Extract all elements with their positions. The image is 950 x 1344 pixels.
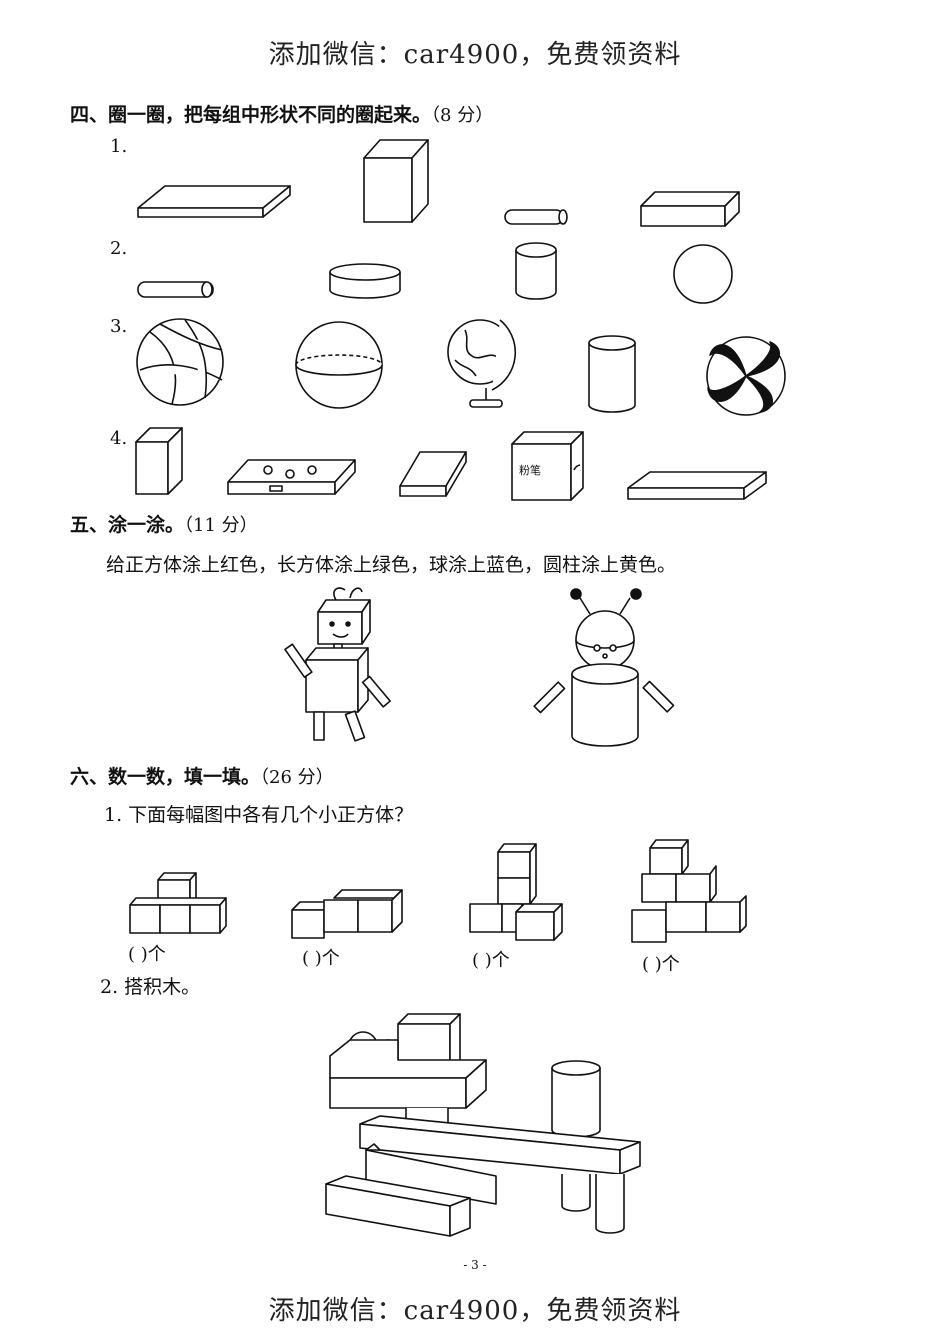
cube-group-c [469,843,563,941]
answer-blank-c[interactable]: ( )个 [472,950,510,971]
section-six-title: 六、数一数，填一填。 [70,766,261,788]
tall-box-shape[interactable] [363,139,429,223]
box-shape-row4[interactable] [135,427,183,495]
cube-group-b [291,889,403,939]
row-label-3: 3. [110,316,128,337]
watermark-top: 添加微信：car4900，免费领资料 [268,40,682,70]
row-label-2: 2. [110,238,128,259]
section-four-heading: 四、圈一圈，把每组中形状不同的圈起来。（8 分） [70,100,493,127]
chalk-label: 粉笔 [519,463,541,477]
long-plank-block [359,1115,641,1175]
disc-cylinder-shape[interactable] [329,263,401,299]
circle-shape[interactable] [673,244,733,304]
robot-figures [284,587,675,747]
flat-board-shape-row4[interactable] [627,471,767,500]
round-robot[interactable] [533,588,675,747]
leg-cylinder-2 [595,1174,625,1234]
game-box-shape[interactable] [227,459,356,495]
chalk-box-shape[interactable]: 粉笔 [511,431,584,501]
low-box-shape[interactable] [640,191,740,227]
rod-shape[interactable] [137,281,214,298]
section-five-heading: 五、涂一涂。（11 分） [70,510,258,537]
cube-group-d [631,839,747,943]
question-six-2: 2. 搭积木。 [100,976,201,998]
book-shape[interactable] [399,451,467,497]
section-five-points: （11 分） [184,515,258,536]
row-label-4: 4. [110,428,128,449]
cylinder-shape[interactable] [515,242,557,300]
lower-plank-block-2 [325,1175,471,1237]
tall-cylinder-shape[interactable] [588,335,636,413]
row-label-1: 1. [110,136,128,157]
section-six-heading: 六、数一数，填一填。（26 分） [70,762,334,789]
answer-blank-d[interactable]: ( )个 [642,954,680,975]
small-rod-shape[interactable] [504,209,568,225]
sphere-shape[interactable] [295,321,383,409]
page-number: - 3 - [463,1258,487,1272]
answer-blank-b[interactable]: ( )个 [302,948,340,969]
question-six-1: 1. 下面每幅图中各有几个小正方体？ [104,804,414,826]
section-four-title: 四、圈一圈，把每组中形状不同的圈起来。 [70,104,432,126]
section-four-shapes: 粉笔 [135,139,786,501]
cube-groups [129,839,747,943]
section-six-points: （26 分） [260,767,334,788]
section-five-instruction: 给正方体涂上红色，长方体涂上绿色，球涂上蓝色，圆柱涂上黄色。 [106,554,677,576]
plank-block-top [329,1039,487,1109]
section-four-points: （8 分） [431,105,494,126]
cube-group-a [129,872,227,934]
answer-blank-a[interactable]: ( )个 [128,944,166,965]
flat-board-shape[interactable] [137,185,291,218]
tall-cylinder-block [551,1060,601,1138]
candy-ball-shape[interactable] [706,336,786,416]
lower-plank-block-1 [365,1143,497,1205]
section-five-title: 五、涂一涂。 [70,514,185,536]
watermark-bottom: 添加微信：car4900，免费领资料 [268,1296,682,1326]
building-blocks-figure [325,1013,641,1237]
globe-shape[interactable] [447,319,517,408]
box-robot[interactable] [284,587,391,742]
volleyball-shape[interactable] [136,318,224,406]
leg-cylinder-1 [561,1174,591,1212]
